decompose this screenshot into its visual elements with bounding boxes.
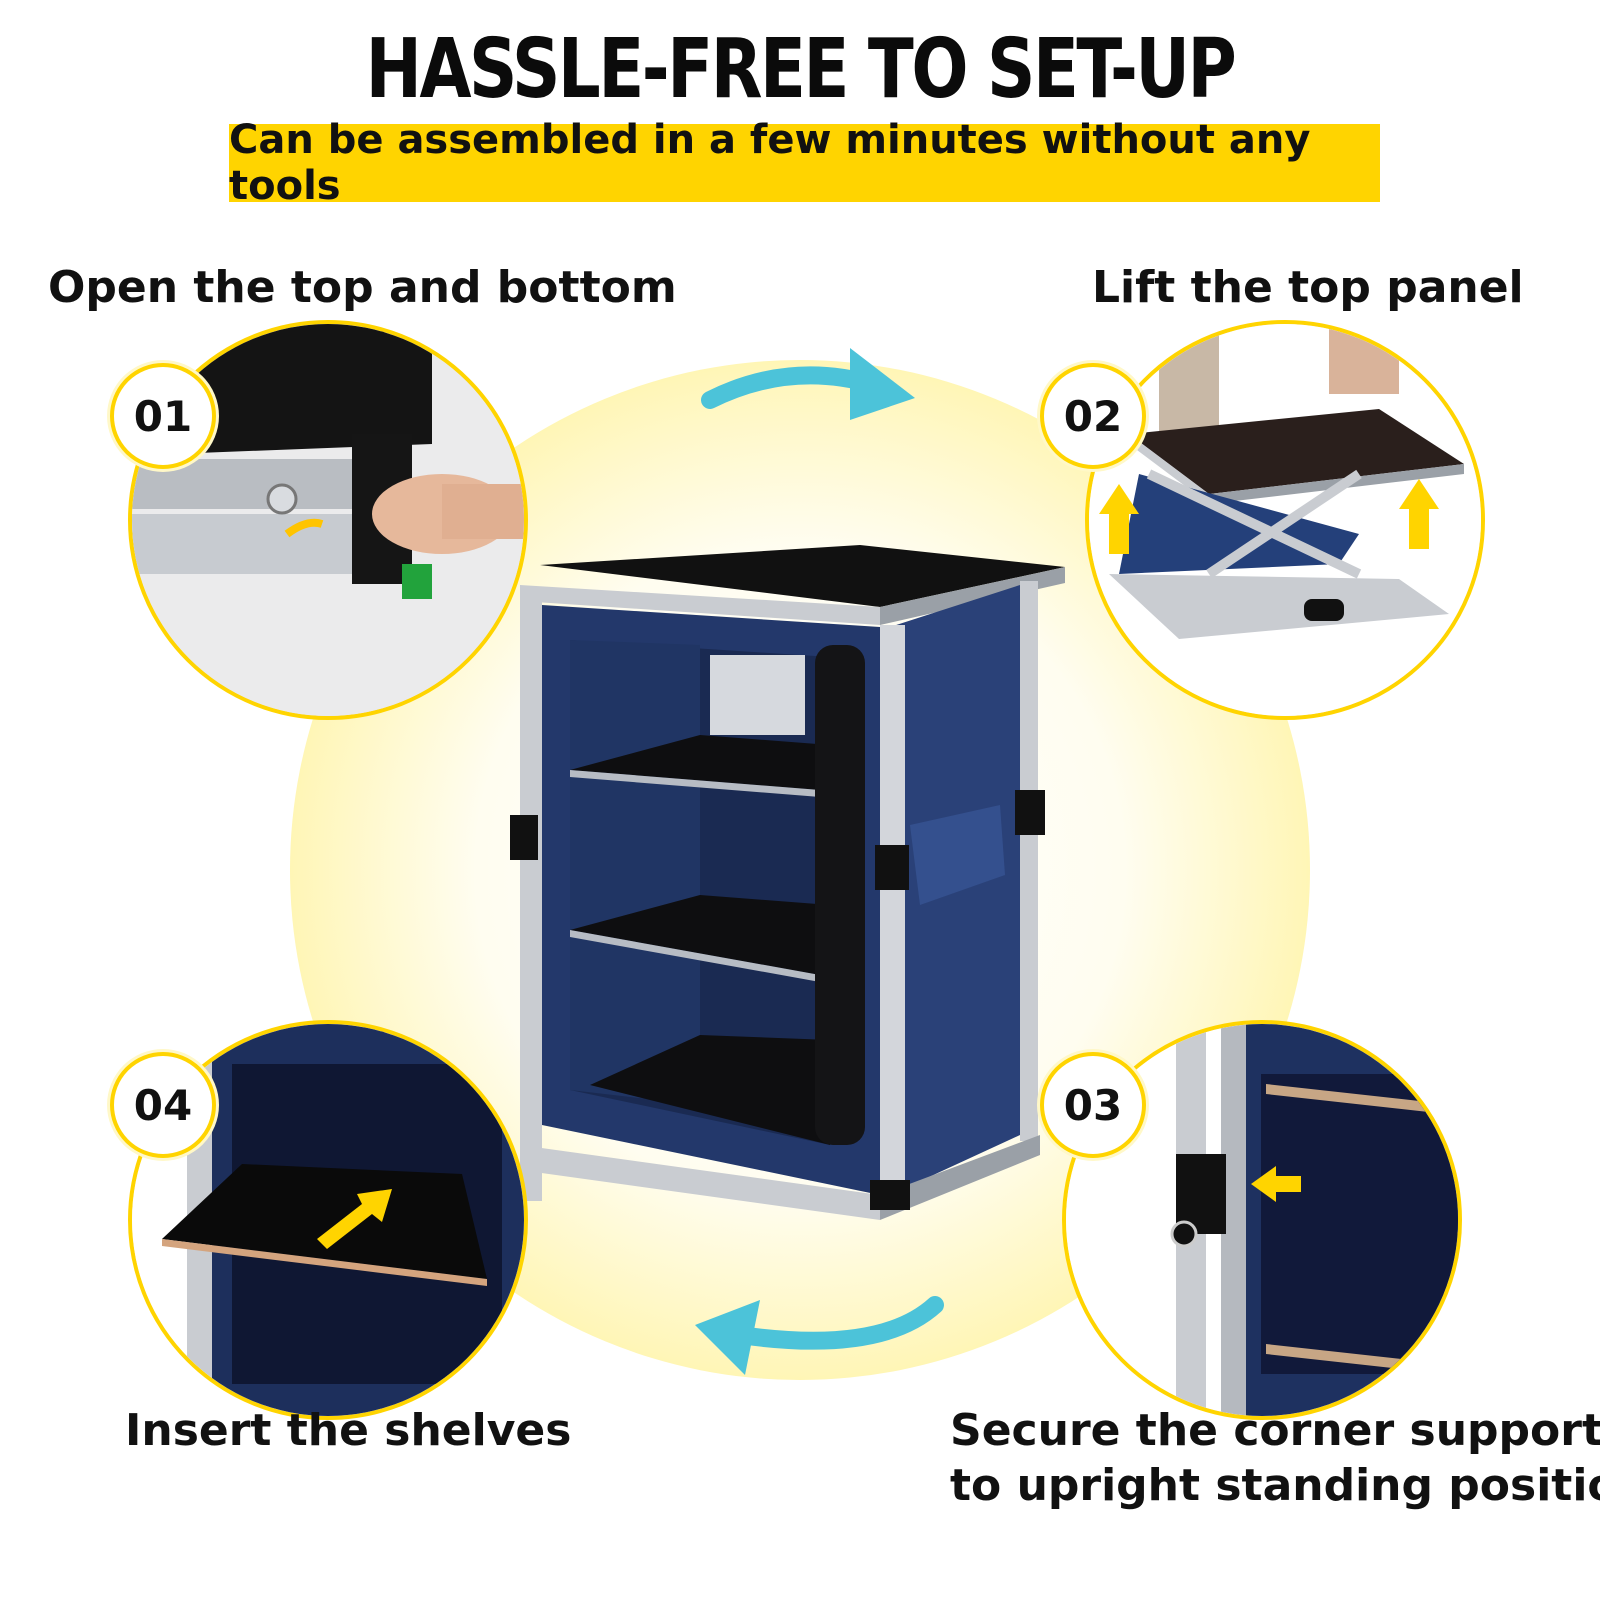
step-02-badge: 02 (1040, 363, 1146, 469)
step-02-label: Lift the top panel (1092, 262, 1524, 313)
step-02-photo (1085, 320, 1485, 720)
step-01-label: Open the top and bottom (48, 262, 677, 313)
step-03-badge: 03 (1040, 1052, 1146, 1158)
subtitle-banner: Can be assembled in a few minutes withou… (229, 117, 1380, 209)
step-04-badge: 04 (110, 1052, 216, 1158)
page-title: HASSLE-FREE TO SET-UP (365, 22, 1237, 117)
step-01-photo (128, 320, 528, 720)
camping-cabinet-illustration (510, 545, 1065, 1220)
step-03-photo (1062, 1020, 1462, 1420)
lift-top-panel-photo (1089, 324, 1481, 716)
subtitle-text: Can be assembled in a few minutes withou… (229, 117, 1311, 209)
step-03-label-line2: to upright standing position (950, 1460, 1600, 1511)
step-03-label-line1: Secure the corner supports (950, 1405, 1600, 1456)
curved-arrow-bottom-icon (695, 1296, 944, 1375)
hinge-latch-photo (132, 324, 524, 716)
corner-support-photo (1066, 1024, 1458, 1416)
step-04-label: Insert the shelves (125, 1405, 572, 1456)
curved-arrow-top-icon (701, 348, 915, 420)
step-01-badge: 01 (110, 363, 216, 469)
